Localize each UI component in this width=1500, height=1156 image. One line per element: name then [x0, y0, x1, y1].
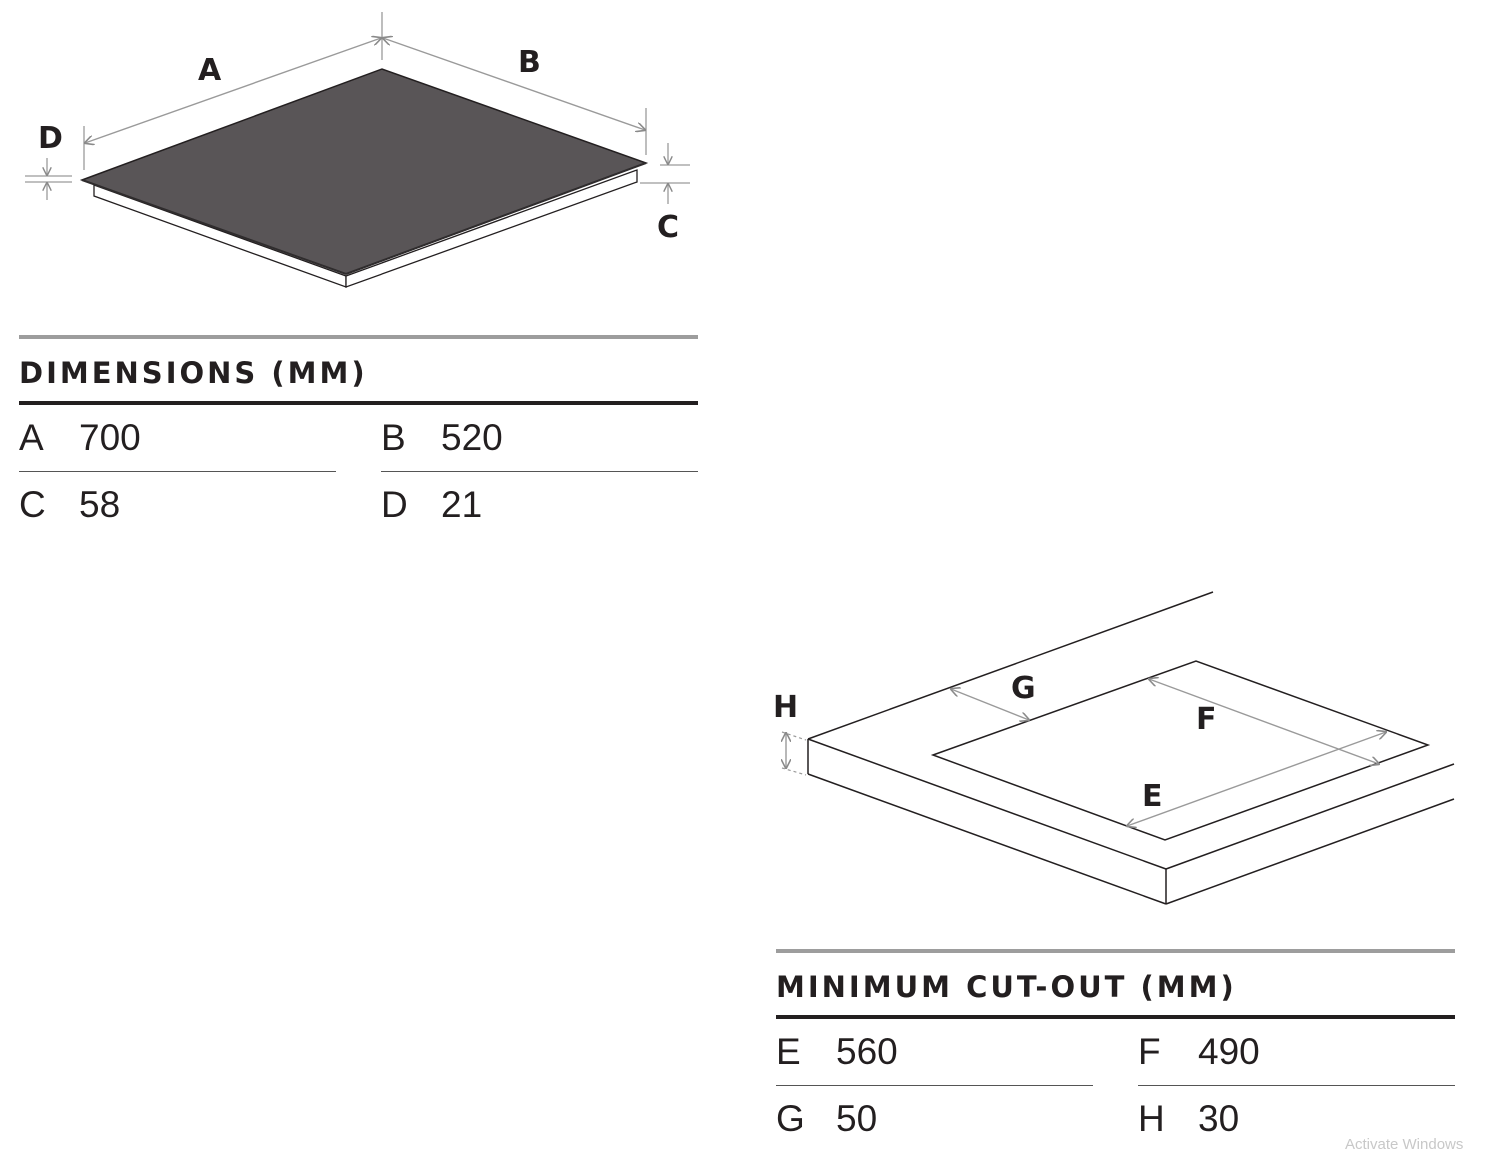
- spec-letter: G: [776, 1098, 805, 1139]
- dimensions-heading: DIMENSIONS (MM): [19, 356, 368, 390]
- spec-row-b: B 520: [381, 405, 698, 472]
- spec-value: 21: [441, 484, 483, 525]
- spec-value: 30: [1198, 1098, 1240, 1139]
- label-a: A: [198, 53, 222, 88]
- spec-value: 520: [441, 417, 503, 458]
- dimension-line-g: [951, 689, 1029, 720]
- spec-row-e: E 560: [776, 1019, 1093, 1086]
- spec-value: 58: [79, 484, 121, 525]
- label-d: D: [38, 121, 63, 156]
- label-g: G: [1011, 671, 1036, 706]
- cooktop-diagram: A B D C: [25, 12, 690, 288]
- spec-letter: F: [1138, 1031, 1161, 1072]
- spec-letter: D: [381, 484, 408, 525]
- divider: [19, 335, 698, 339]
- divider: [776, 1015, 1455, 1019]
- label-b: B: [518, 45, 541, 80]
- cutout-heading: MINIMUM CUT-OUT (MM): [776, 970, 1237, 1004]
- divider: [19, 401, 698, 405]
- label-h: H: [773, 690, 798, 725]
- cutout-opening: [930, 660, 1431, 841]
- dimensions-table: DIMENSIONS (MM) A 700 B 520 C 58 D 21: [19, 335, 698, 538]
- spec-row-d: D 21: [381, 472, 698, 538]
- spec-value: 490: [1198, 1031, 1260, 1072]
- cutout-diagram: [807, 591, 1455, 905]
- spec-row-f: F 490: [1138, 1019, 1455, 1086]
- dimension-line-e: [1127, 732, 1386, 826]
- spec-letter: B: [381, 417, 406, 458]
- spec-value: 50: [836, 1098, 878, 1139]
- dimension-line-b: [383, 38, 645, 130]
- label-e: E: [1142, 779, 1163, 814]
- spec-row-h: H 30: [1138, 1086, 1455, 1152]
- spec-row-a: A 700: [19, 405, 336, 472]
- cooktop-base-side: [345, 169, 638, 288]
- spec-letter: H: [1138, 1098, 1165, 1139]
- label-c: C: [657, 210, 679, 245]
- cooktop-glass: [79, 68, 649, 275]
- spec-value: 700: [79, 417, 141, 458]
- os-activation-watermark: Activate Windows: [1345, 1136, 1464, 1153]
- spec-letter: E: [776, 1031, 801, 1072]
- cutout-table: MINIMUM CUT-OUT (MM) E 560 F 490 G 50 H …: [776, 949, 1455, 1152]
- dimension-line-a: [85, 38, 381, 143]
- spec-value: 560: [836, 1031, 898, 1072]
- spec-letter: A: [19, 417, 44, 458]
- spec-letter: C: [19, 484, 46, 525]
- spec-row-g: G 50: [776, 1086, 1093, 1152]
- spec-row-c: C 58: [19, 472, 336, 538]
- label-f: F: [1196, 702, 1217, 737]
- dimension-line-f: [1149, 679, 1379, 764]
- divider: [776, 949, 1455, 953]
- cutout-dimensions: G F E H: [773, 671, 1386, 826]
